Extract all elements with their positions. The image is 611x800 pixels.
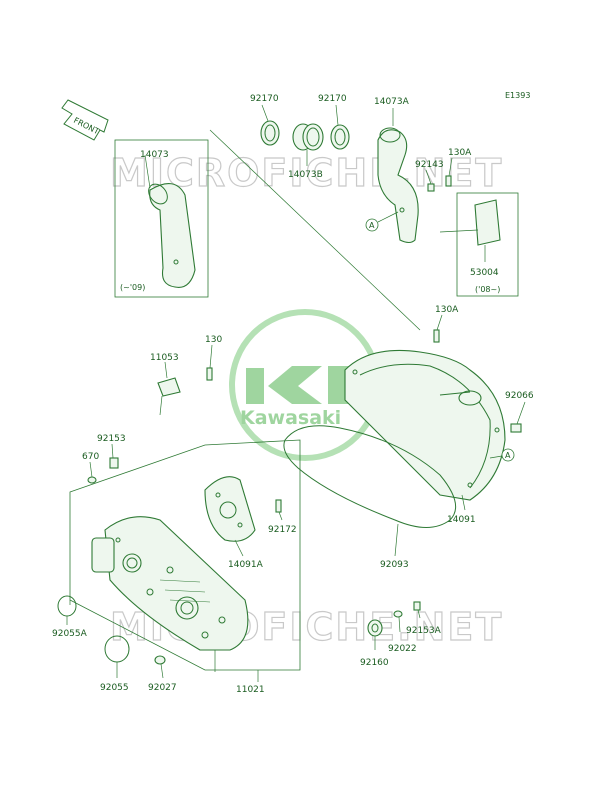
part-670: 670: [82, 452, 99, 484]
callout-A-bottom: A: [505, 451, 511, 460]
label-92153A: 92153A: [406, 626, 442, 636]
label-11021: 11021: [236, 685, 265, 695]
part-92022: 92022: [388, 610, 417, 654]
inner-cover-11021: 11021: [69, 439, 301, 695]
logo-text: Kawasaki: [240, 407, 341, 429]
label-92143: 92143: [415, 160, 444, 170]
bolt-130A-mid: 130A: [433, 305, 459, 343]
label-14073: 14073: [140, 150, 169, 160]
label-92160: 92160: [360, 658, 389, 668]
label-92022: 92022: [388, 644, 417, 654]
leader-duct-to-cover: [209, 129, 421, 331]
bolt-130A-top: 130A: [445, 148, 472, 187]
oring-92055: 92055: [100, 635, 130, 693]
label-11053: 11053: [150, 353, 179, 363]
label-note-09: (~'09): [120, 283, 145, 292]
plate-14091A: 14091A: [204, 476, 264, 570]
bolt-92153A: 92153A: [406, 601, 442, 636]
duct-14073A: 14073A A: [365, 97, 419, 244]
label-92055A: 92055A: [52, 629, 88, 639]
part-92153: 92153: [97, 434, 126, 469]
label-92153: 92153: [97, 434, 126, 444]
label-130: 130: [205, 335, 222, 345]
part-92143: 92143: [415, 160, 444, 192]
callout-A-top: A: [369, 221, 375, 230]
kawasaki-logo-watermark: Kawasaki: [229, 309, 381, 461]
gasket-92093: 92093: [283, 425, 457, 570]
box-53004: 53004 ('08~): [439, 192, 519, 297]
label-92170-left: 92170: [250, 94, 279, 104]
label-130A-top: 130A: [448, 148, 472, 158]
label-note-08: ('08~): [475, 285, 500, 294]
label-14073A: 14073A: [374, 97, 410, 107]
label-92066: 92066: [505, 391, 534, 401]
label-92170-right: 92170: [318, 94, 347, 104]
label-14073B: 14073B: [288, 170, 323, 180]
part-92160: 92160: [360, 619, 389, 668]
label-53004: 53004: [470, 268, 499, 278]
clamp-92170-left: 92170: [250, 94, 280, 146]
part-92066: 92066: [505, 391, 534, 433]
bolt-92172: 92172: [268, 499, 297, 535]
bolt-130: 130: [205, 335, 222, 381]
label-14091: 14091: [447, 515, 476, 525]
part-92027: 92027: [148, 655, 177, 693]
label-14091A: 14091A: [228, 560, 264, 570]
label-92055: 92055: [100, 683, 129, 693]
label-92093: 92093: [380, 560, 409, 570]
label-92172: 92172: [268, 525, 297, 535]
bracket-11053: 11053: [150, 353, 181, 416]
label-670: 670: [82, 452, 99, 462]
oring-92055A: 92055A: [52, 595, 88, 639]
box-14073: 14073 (~'09): [114, 139, 209, 298]
label-130A-mid: 130A: [435, 305, 459, 315]
clamp-92170-right: 92170: [318, 94, 350, 150]
front-arrow-icon: FRONT: [61, 99, 109, 141]
outer-cover-14091: 14091 A: [344, 349, 515, 525]
label-92027: 92027: [148, 683, 177, 693]
diagram-code: E1393: [505, 91, 530, 100]
duct-14073B: 14073B: [288, 123, 324, 180]
